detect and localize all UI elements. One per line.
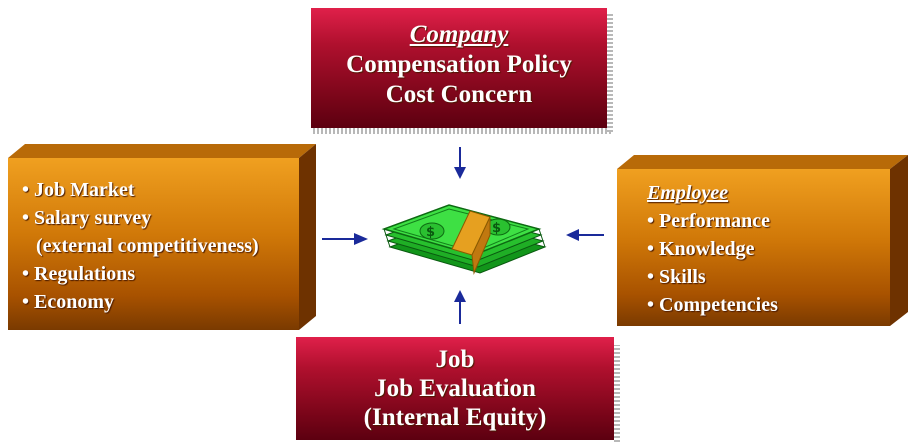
- company-box: Company Compensation Policy Cost Concern: [311, 8, 607, 128]
- left-item-salary-survey-note: (external competitiveness): [36, 235, 259, 257]
- job-line-2: Job Evaluation: [374, 375, 536, 402]
- job-box-edge: [614, 345, 620, 442]
- company-box-edge: [607, 14, 613, 132]
- left-box-top-face: [8, 144, 316, 158]
- left-item-salary-survey: • Salary survey: [22, 207, 152, 229]
- employee-item-skills: • Skills: [647, 266, 706, 288]
- left-item-regulations: • Regulations: [22, 263, 136, 285]
- left-box-side-face: [299, 144, 316, 330]
- employee-box: Employee • Performance • Knowledge • Ski…: [617, 169, 890, 326]
- company-line-1: Compensation Policy: [346, 51, 572, 78]
- right-box-side-face: [890, 155, 908, 326]
- arrow-right-icon: [322, 233, 368, 245]
- money-stack-icon: $ $: [381, 204, 547, 275]
- employee-item-knowledge: • Knowledge: [647, 238, 755, 260]
- right-box-top-face: [617, 155, 908, 169]
- company-box-shadow: [313, 128, 613, 134]
- left-item-job-market: • Job Market: [22, 179, 135, 201]
- arrow-left-icon: [566, 229, 604, 241]
- svg-text:$: $: [492, 221, 501, 236]
- job-box: Job Job Evaluation (Internal Equity): [296, 337, 614, 440]
- company-line-2: Cost Concern: [385, 81, 533, 108]
- company-title: Company: [409, 21, 509, 48]
- employee-item-competencies: • Competencies: [647, 294, 778, 316]
- svg-text:$: $: [426, 225, 435, 240]
- arrow-down-icon: [454, 147, 466, 179]
- job-line-1: Job: [435, 346, 475, 373]
- job-line-3: (Internal Equity): [363, 404, 547, 431]
- employee-item-performance: • Performance: [647, 210, 771, 232]
- external-factors-box: • Job Market • Salary survey (external c…: [8, 158, 299, 330]
- arrow-up-icon: [454, 290, 466, 324]
- left-item-economy: • Economy: [22, 291, 115, 313]
- employee-title: Employee: [647, 182, 729, 204]
